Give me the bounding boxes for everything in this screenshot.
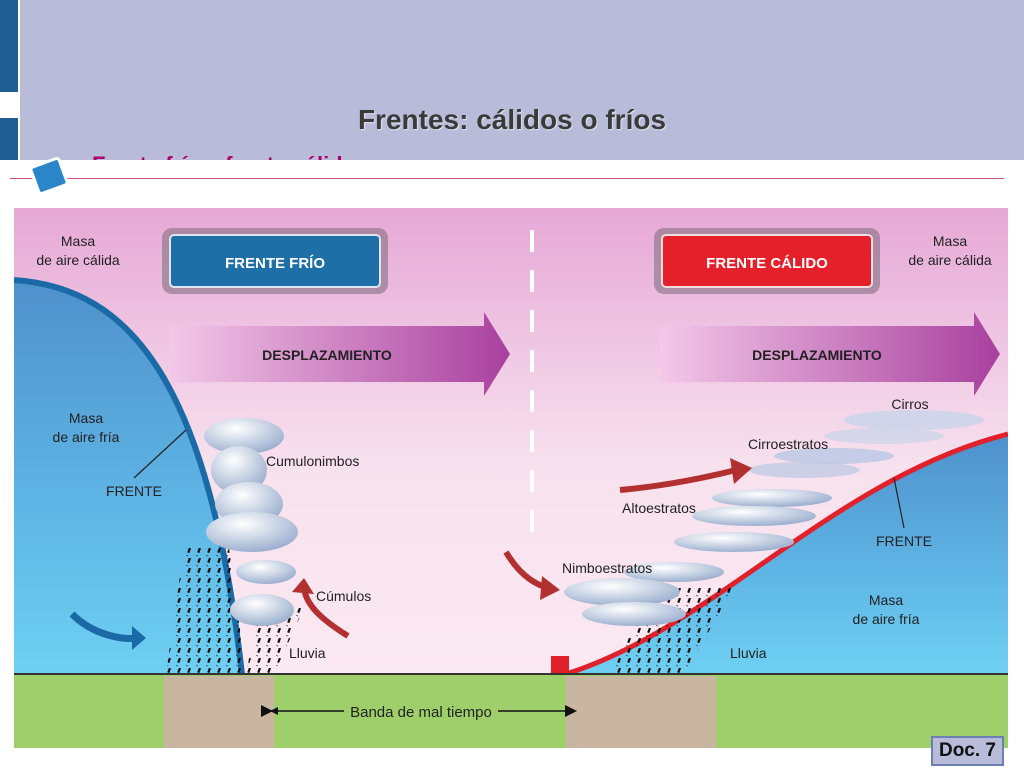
doc-badge: Doc. 7 [930,736,1004,766]
fronts-diagram: Banda de mal tiempo FRENTE FRÍO FRENTE C… [14,208,1008,748]
cold-mass-label-left-1: Masa [69,410,103,426]
nimbostratus-clouds [564,562,724,626]
cirrostratus-label: Cirroestratos [748,436,828,452]
warm-mass-label-right-1: Masa [933,233,967,249]
cumulus-cloud [230,594,294,626]
header-accent-bar [0,118,18,160]
bad-weather-zone-left [164,676,274,748]
slide-subtitle: Frente frío y frente cálido [92,142,356,160]
cold-mass-label-left-2: de aire fría [53,429,120,445]
warm-mass-label-left-1: Masa [61,233,95,249]
band-label: Banda de mal tiempo [350,704,492,721]
cold-mass-label-right-2: de aire fría [853,611,920,627]
displacement-label-right: DESPLAZAMIENTO [752,347,882,363]
cumulonimbus-label: Cumulonimbos [266,453,359,469]
warm-front-title: FRENTE CÁLIDO [706,255,828,272]
divider-line [10,178,1004,179]
rain-area-left [166,548,246,674]
cumulonimbus-cloud [204,418,298,552]
displacement-arrow-right: DESPLAZAMIENTO [660,312,1000,396]
altostratus-label: Altoestratos [622,500,696,516]
cold-front-title-box: FRENTE FRÍO [162,228,388,294]
warm-mass-label-right-2: de aire cálida [908,252,991,268]
cirrus-clouds [824,410,984,444]
slide-title: Frentes: cálidos o fríos [357,104,667,135]
header-accent-bar [0,0,18,92]
warm-mass-label-left-2: de aire cálida [36,252,119,268]
displacement-label-left: DESPLAZAMIENTO [262,347,392,363]
slide-header [20,0,1024,160]
front-label-left: FRENTE [106,483,162,499]
cirrostratus-clouds [748,448,894,478]
warm-front-marker [551,656,569,674]
cumulus-cloud [236,560,296,584]
altostratus-clouds [674,489,832,552]
cold-mass-label-right-1: Masa [869,592,903,608]
cold-front-title: FRENTE FRÍO [225,255,325,272]
rain-label-right: Lluvia [730,645,767,661]
front-label-right: FRENTE [876,533,932,549]
bad-weather-zone-right [566,676,716,748]
cirrus-label: Cirros [891,396,928,412]
nimbostratus-label: Nimboestratos [562,560,652,576]
rain-area-right [609,588,734,674]
displacement-arrow-left: DESPLAZAMIENTO [170,312,510,396]
warm-front-title-box: FRENTE CÁLIDO [654,228,880,294]
cumulus-label: Cúmulos [316,588,371,604]
rain-label-left: Lluvia [289,645,326,661]
book-icon [29,157,69,195]
rising-air-arrow-upper [619,467,737,493]
